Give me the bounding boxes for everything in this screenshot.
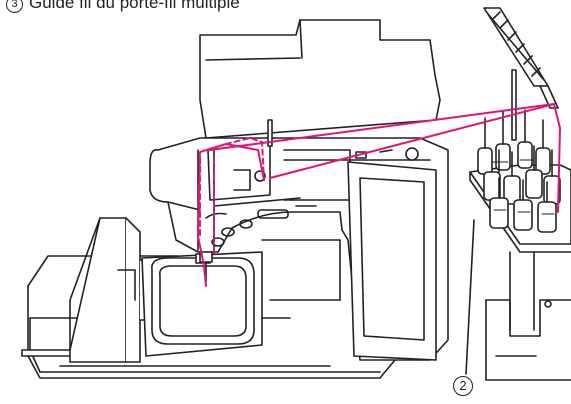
spool-stand [466,8,571,380]
callout-label: 2 [453,376,473,396]
embroidery-hoop [142,252,262,356]
caption-text: Guide fil du porte-fil multiple [29,0,240,12]
caption-marker: 3 [6,0,23,13]
figure-caption: 3 Guide fil du porte-fil multiple [6,0,240,13]
